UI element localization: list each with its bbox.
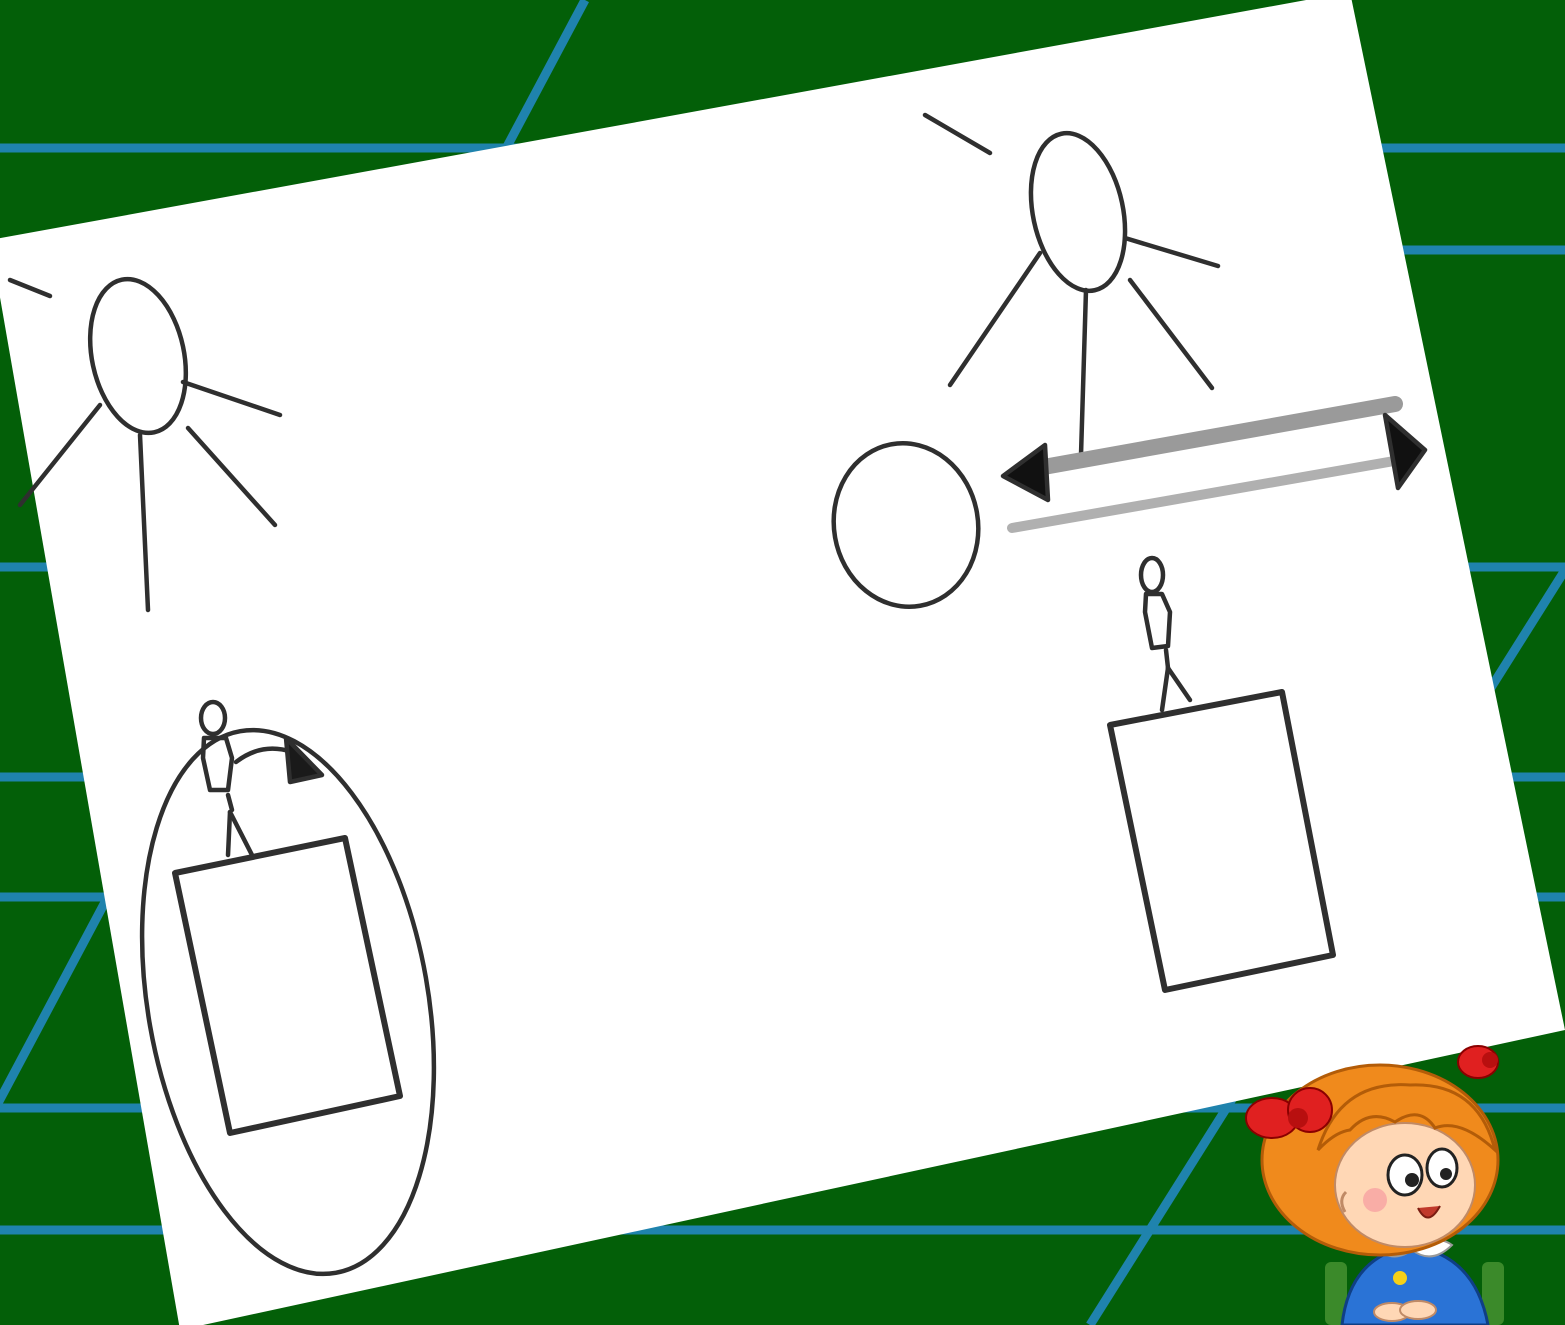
hair-bow xyxy=(1458,1046,1498,1078)
